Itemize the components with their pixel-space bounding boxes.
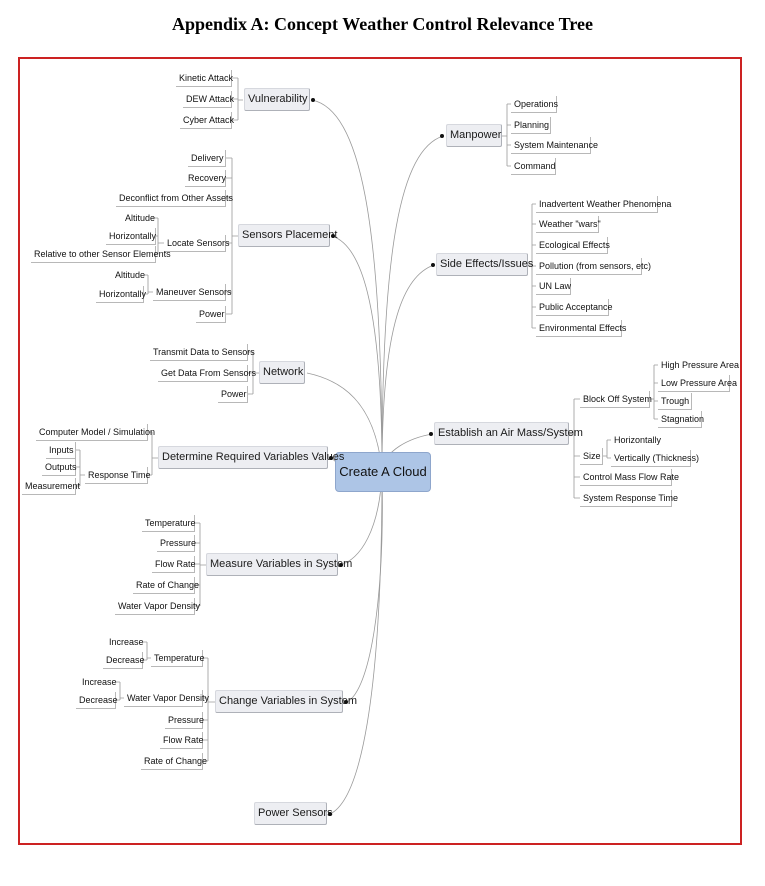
get-data-node[interactable]: Get Data From Sensors xyxy=(158,365,256,382)
relative-sensor-elements-node[interactable]: Relative to other Sensor Elements xyxy=(31,246,171,263)
ecological-effects-node[interactable]: Ecological Effects xyxy=(536,237,610,254)
decrease-node[interactable]: Decrease xyxy=(76,692,118,709)
collapse-dot xyxy=(339,563,343,567)
altitude-label: Altitude xyxy=(125,213,156,223)
transmit-data-node[interactable]: Transmit Data to Sensors xyxy=(150,344,255,361)
collapse-dot xyxy=(311,98,315,102)
vulnerability-node[interactable]: Vulnerability xyxy=(244,88,310,111)
root-node[interactable]: Create A Cloud xyxy=(335,452,431,492)
pressure-node[interactable]: Pressure xyxy=(165,712,204,729)
kinetic-attack-node[interactable]: Kinetic Attack xyxy=(176,70,233,87)
inadvertent-weather-node[interactable]: Inadvertent Weather Phenomena xyxy=(536,196,671,213)
control-mass-flow-rate-node[interactable]: Control Mass Flow Rate xyxy=(580,469,679,486)
flow-rate-node[interactable]: Flow Rate xyxy=(160,732,204,749)
collapse-dot xyxy=(431,263,435,267)
cyber-attack-node[interactable]: Cyber Attack xyxy=(180,112,234,129)
system-response-time-node[interactable]: System Response Time xyxy=(580,490,678,507)
rate-of-change-node[interactable]: Rate of Change xyxy=(141,753,207,770)
collapse-dot xyxy=(328,812,332,816)
high-pressure-label: High Pressure Area xyxy=(661,360,740,370)
collapse-dot xyxy=(331,234,335,238)
planning-node[interactable]: Planning xyxy=(511,117,551,134)
trough-node[interactable]: Trough xyxy=(658,393,692,410)
network-node[interactable]: Network xyxy=(259,361,305,384)
collapse-dot xyxy=(440,134,444,138)
stagnation-node[interactable]: Stagnation xyxy=(658,411,704,428)
system-maintenance-node[interactable]: System Maintenance xyxy=(511,137,598,154)
decrease-node[interactable]: Decrease xyxy=(103,652,145,669)
collapse-dot xyxy=(429,432,433,436)
measurement-node[interactable]: Measurement xyxy=(22,478,80,495)
establish-air-mass-node[interactable]: Establish an Air Mass/System xyxy=(434,422,583,445)
environmental-effects-node[interactable]: Environmental Effects xyxy=(536,320,626,337)
power-node[interactable]: Power xyxy=(218,386,248,403)
horizontally-node[interactable]: Horizontally xyxy=(96,286,146,303)
command-node[interactable]: Command xyxy=(511,158,556,175)
pressure-node[interactable]: Pressure xyxy=(157,535,196,552)
block-off-system-node[interactable]: Block Off System xyxy=(580,391,652,408)
public-acceptance-node[interactable]: Public Acceptance xyxy=(536,299,613,316)
horizontally-node[interactable]: Horizontally xyxy=(106,228,156,245)
delivery-node[interactable]: Delivery xyxy=(188,150,226,167)
locate-sensors-node[interactable]: Locate Sensors xyxy=(164,235,230,252)
water-vapor-density-node[interactable]: Water Vapor Density xyxy=(124,690,209,707)
computer-model-node[interactable]: Computer Model / Simulation xyxy=(36,424,155,441)
temperature-node[interactable]: Temperature xyxy=(151,650,205,667)
collapse-dot xyxy=(329,456,333,460)
diagram-frame xyxy=(18,57,742,845)
weather-wars-node[interactable]: Weather "wars" xyxy=(536,216,601,233)
maneuver-sensors-node[interactable]: Maneuver Sensors xyxy=(153,284,232,301)
power-sensors-node[interactable]: Power Sensors xyxy=(254,802,333,825)
rate-of-change-node[interactable]: Rate of Change xyxy=(133,577,199,594)
sensors-placement-node[interactable]: Sensors Placement xyxy=(238,224,337,247)
operations-node[interactable]: Operations xyxy=(511,96,558,113)
temperature-node[interactable]: Temperature xyxy=(142,515,196,532)
response-time-node[interactable]: Response Time xyxy=(85,467,151,484)
pollution-node[interactable]: Pollution (from sensors, etc) xyxy=(536,258,651,275)
measure-variables-node[interactable]: Measure Variables in System xyxy=(206,553,352,576)
increase-label: Increase xyxy=(82,677,117,687)
manpower-node[interactable]: Manpower xyxy=(446,124,502,147)
low-pressure-node[interactable]: Low Pressure Area xyxy=(658,375,737,392)
deconflict-node[interactable]: Deconflict from Other Assets xyxy=(116,190,233,207)
un-law-node[interactable]: UN Law xyxy=(536,278,571,295)
water-vapor-density-node[interactable]: Water Vapor Density xyxy=(115,598,200,615)
horizontally-label: Horizontally xyxy=(614,435,662,445)
altitude-label: Altitude xyxy=(115,270,146,280)
size-node[interactable]: Size xyxy=(580,448,603,465)
page-title: Appendix A: Concept Weather Control Rele… xyxy=(172,14,593,34)
dew-attack-node[interactable]: DEW Attack xyxy=(183,91,234,108)
inputs-node[interactable]: Inputs xyxy=(46,442,76,459)
vertically-thickness-node[interactable]: Vertically (Thickness) xyxy=(611,450,699,467)
recovery-node[interactable]: Recovery xyxy=(185,170,226,187)
power-node[interactable]: Power xyxy=(196,306,226,323)
side-effects-node[interactable]: Side Effects/Issues xyxy=(436,253,533,276)
outputs-node[interactable]: Outputs xyxy=(42,459,77,476)
collapse-dot xyxy=(344,700,348,704)
determine-variables-node[interactable]: Determine Required Variables Values xyxy=(158,446,344,469)
increase-label: Increase xyxy=(109,637,144,647)
change-variables-node[interactable]: Change Variables in System xyxy=(215,690,357,713)
flow-rate-node[interactable]: Flow Rate xyxy=(152,556,196,573)
